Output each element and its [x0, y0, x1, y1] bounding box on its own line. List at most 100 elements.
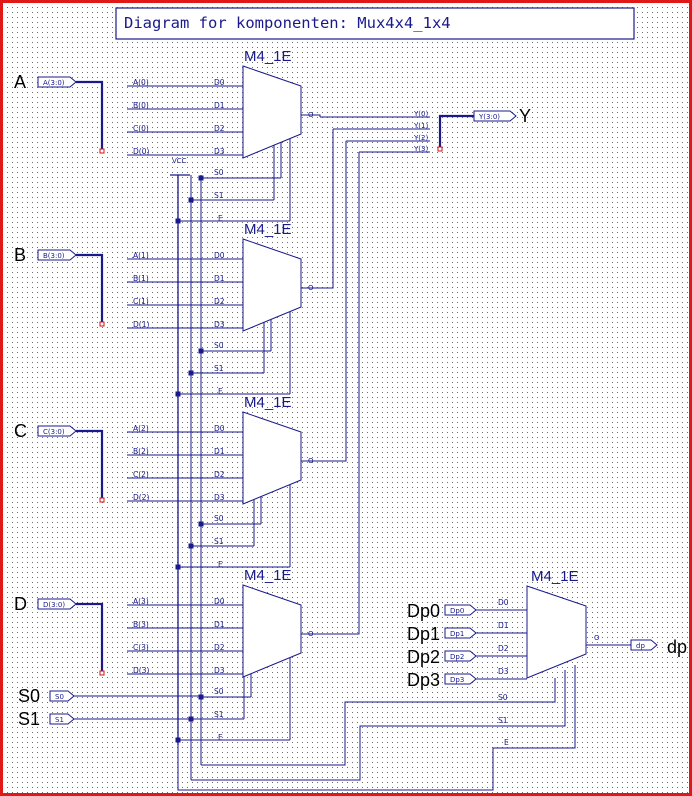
pin-label-D3: D3 — [214, 320, 225, 329]
pin-label-S1: S1 — [214, 364, 224, 373]
bus-terminator — [99, 497, 105, 503]
dp-input-name: Dp0 — [407, 601, 440, 621]
port-label: dp — [636, 642, 645, 650]
port-flag — [444, 627, 477, 639]
mux-body — [242, 584, 302, 678]
pin-label-D3: D3 — [214, 147, 225, 156]
pin-label-E: E — [218, 387, 223, 396]
pin-label-D1: D1 — [214, 274, 225, 283]
port-flag — [444, 604, 477, 616]
select-port-S1[interactable]: S1 S1 — [18, 709, 75, 729]
vcc-label: VCC — [172, 157, 187, 165]
input-label: C(2) — [133, 470, 149, 479]
bus-line — [76, 602, 104, 672]
pin-label-S1: S1 — [214, 191, 224, 200]
input-label: A(1) — [133, 251, 149, 260]
mux-name: M4_1E — [244, 394, 292, 411]
port-label: C(3:0) — [43, 428, 65, 436]
bus-line — [76, 80, 104, 150]
dp-enable-wire — [177, 665, 576, 791]
y-bit-label: Y(1) — [413, 122, 428, 130]
port-label: Dp2 — [450, 653, 464, 661]
pin-label-D1: D1 — [214, 620, 225, 629]
dp-output-name: dp — [667, 637, 687, 657]
bus-port-Y[interactable]: Y(3:0)Y — [473, 106, 531, 126]
y-bit-label: Y(3) — [413, 145, 428, 153]
pin-label-S0: S0 — [214, 687, 224, 696]
input-label: A(3) — [133, 597, 149, 606]
port-label: Dp0 — [450, 607, 464, 615]
bus-line — [76, 253, 104, 323]
port-label: Y(3:0) — [478, 113, 500, 121]
bus-port-D[interactable]: D(3:0) D — [14, 594, 77, 614]
mux-name: M4_1E — [244, 221, 292, 238]
pin-label-D0: D0 — [214, 424, 225, 433]
port-flag — [473, 110, 517, 122]
bus-port-C[interactable]: C(3:0) C — [14, 421, 77, 441]
y-bit-label: Y(2) — [413, 134, 428, 142]
input-label: D(3) — [133, 666, 149, 675]
input-label: D(1) — [133, 320, 149, 329]
diagram-title: Diagram for komponenten: Mux4x4_1x4 — [124, 14, 451, 32]
bus-name: D — [14, 594, 27, 614]
port-label: S1 — [55, 716, 64, 724]
pin-label-S0: S0 — [214, 341, 224, 350]
mux-body — [242, 65, 302, 159]
bus-port-B[interactable]: B(3:0)B — [14, 245, 77, 265]
pin-label-D0: D0 — [498, 598, 509, 607]
dp-output-port[interactable]: dp dp — [630, 637, 687, 657]
pin-label-S0: S0 — [214, 168, 224, 177]
port-flag — [49, 713, 75, 725]
input-label: A(0) — [133, 78, 149, 87]
pin-label-E: E — [218, 214, 223, 223]
input-label: D(0) — [133, 147, 149, 156]
pin-label-D3: D3 — [214, 666, 225, 675]
pin-label-S0: S0 — [214, 514, 224, 523]
mux-body — [242, 411, 302, 505]
pin-label-E: E — [218, 733, 223, 742]
pin-label-O: O — [594, 634, 600, 642]
bus-name: C — [14, 421, 27, 441]
port-flag — [37, 425, 77, 437]
pin-label-D0: D0 — [214, 78, 225, 87]
input-label: C(1) — [133, 297, 149, 306]
select-name: S1 — [18, 709, 40, 729]
port-label: Dp3 — [450, 676, 464, 684]
bus-terminator — [437, 146, 443, 152]
bus-name: A — [14, 72, 26, 92]
pin-label-E: E — [218, 560, 223, 569]
mux-output-wire — [301, 129, 334, 289]
port-flag — [444, 650, 477, 662]
dp-input-name: Dp1 — [407, 624, 440, 644]
port-flag — [37, 249, 77, 261]
pin-label-E: E — [504, 738, 509, 747]
dp-select-S1-wire — [191, 670, 566, 781]
input-label: C(0) — [133, 124, 149, 133]
dp-select-S0-wire — [201, 678, 556, 766]
bus-port-A[interactable]: A(3:0)A — [14, 72, 77, 92]
title-block: Diagram for komponenten: Mux4x4_1x4 — [115, 7, 635, 40]
input-label: B(2) — [133, 447, 149, 456]
mux-output-wire — [301, 141, 347, 462]
pin-label-D0: D0 — [214, 251, 225, 260]
wiring: Y(0)Y(1)Y(2)Y(3)VCC — [74, 80, 631, 791]
port-label: D(3:0) — [43, 601, 65, 609]
bus-terminator — [99, 670, 105, 676]
dp-input-port[interactable]: Dp0 Dp0 — [407, 601, 477, 621]
port-flag — [37, 76, 77, 88]
input-label: B(1) — [133, 274, 149, 283]
pin-label-S1: S1 — [214, 710, 224, 719]
pin-label-D2: D2 — [214, 297, 225, 306]
pin-label-S1: S1 — [214, 537, 224, 546]
pin-label-O: O — [308, 111, 314, 119]
